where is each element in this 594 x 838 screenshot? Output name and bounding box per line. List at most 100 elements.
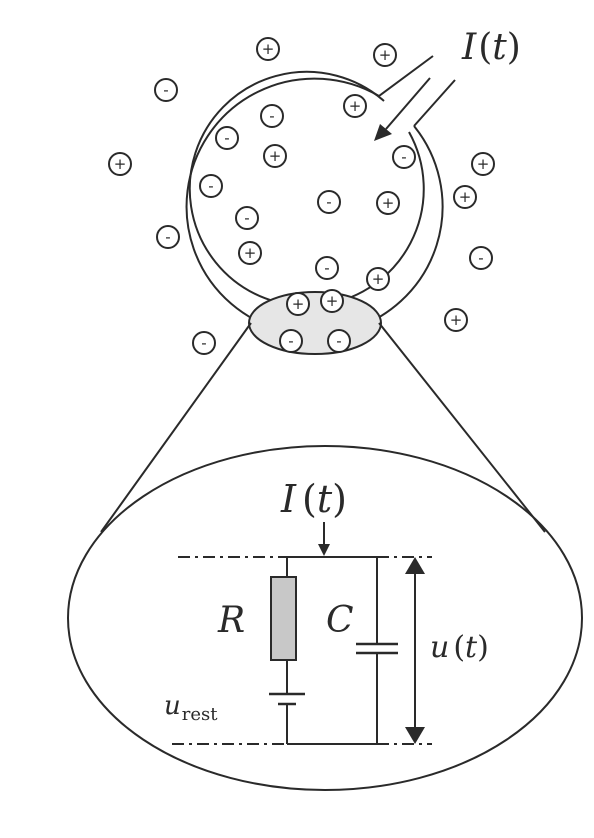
- ion-positive-circle: [320, 289, 344, 313]
- zoom-line-left: [100, 322, 252, 533]
- ion-positive: +: [366, 267, 390, 291]
- ion-negative: -: [317, 190, 341, 214]
- ion-negative-symbol: -: [401, 148, 406, 166]
- ion-positive-circle: [376, 191, 400, 215]
- input-arrowhead: [318, 544, 330, 556]
- ion-negative-symbol: -: [269, 107, 274, 125]
- ions-layer: ++++++----+++++++---------: [108, 37, 495, 355]
- ion-positive-circle: [343, 94, 367, 118]
- ion-negative: -: [199, 174, 223, 198]
- ion-positive: +: [373, 43, 397, 67]
- ion-negative-circle: [317, 190, 341, 214]
- ion-positive-symbol: +: [379, 46, 392, 64]
- ion-positive-symbol: +: [292, 295, 305, 313]
- current-label-top: I(t): [461, 27, 521, 68]
- voltage-label: u(t): [430, 630, 489, 665]
- voltage-arrowhead-bottom: [405, 727, 425, 744]
- ion-negative: -: [235, 206, 259, 230]
- ion-negative: -: [469, 246, 493, 270]
- ion-positive: +: [320, 289, 344, 313]
- injection-arrow-shaft: [385, 77, 431, 130]
- ion-negative-symbol: -: [165, 228, 170, 246]
- ion-positive-symbol: +: [477, 155, 490, 173]
- ion-positive-circle: [444, 308, 468, 332]
- ion-negative: -: [215, 126, 239, 150]
- zoom-ellipse: [67, 445, 583, 791]
- voltage-arrowhead-top: [405, 557, 425, 574]
- ion-negative: -: [154, 78, 178, 102]
- ion-negative: -: [392, 145, 416, 169]
- ion-positive-symbol: +: [244, 244, 257, 262]
- ion-positive-circle: [286, 292, 310, 316]
- resistor: [270, 576, 297, 661]
- ion-positive-circle: [256, 37, 280, 61]
- cell-membrane-inner: [188, 70, 425, 307]
- ion-positive-circle: [453, 185, 477, 209]
- ion-negative-symbol: -: [208, 177, 213, 195]
- ion-positive: +: [376, 191, 400, 215]
- ion-negative: -: [192, 331, 216, 355]
- ion-positive: +: [286, 292, 310, 316]
- ion-positive: +: [238, 241, 262, 265]
- ion-positive: +: [108, 152, 132, 176]
- ion-positive-symbol: +: [459, 188, 472, 206]
- ion-positive-circle: [373, 43, 397, 67]
- ion-positive-symbol: +: [450, 311, 463, 329]
- ion-positive-symbol: +: [114, 155, 127, 173]
- ion-positive: +: [444, 308, 468, 332]
- ion-negative-symbol: -: [326, 193, 331, 211]
- current-label-zoom: I(t): [280, 477, 347, 521]
- ion-negative-circle: [235, 206, 259, 230]
- ion-positive: +: [263, 144, 287, 168]
- ion-negative-symbol: -: [478, 249, 483, 267]
- ion-negative: -: [156, 225, 180, 249]
- ion-negative-symbol: -: [244, 209, 249, 227]
- ion-positive-symbol: +: [382, 194, 395, 212]
- zoom-line-right: [378, 322, 546, 533]
- ion-positive-circle: [471, 152, 495, 176]
- ion-channel-patch: [248, 291, 382, 355]
- ion-negative-circle: [279, 329, 303, 353]
- ion-positive-symbol: +: [372, 270, 385, 288]
- rest-voltage-label: urest: [164, 691, 218, 725]
- ion-negative-symbol: -: [163, 81, 168, 99]
- ion-positive-circle: [263, 144, 287, 168]
- capacitor-label: C: [326, 600, 354, 641]
- ion-negative-circle: [215, 126, 239, 150]
- ion-negative: -: [279, 329, 303, 353]
- ion-negative-symbol: -: [336, 332, 341, 350]
- ion-negative-circle: [156, 225, 180, 249]
- zoom-lines: [100, 322, 546, 533]
- current-injection: [374, 55, 456, 141]
- ion-negative-circle: [392, 145, 416, 169]
- ion-negative-symbol: -: [201, 334, 206, 352]
- injection-arrowhead: [374, 124, 392, 141]
- ion-negative-circle: [199, 174, 223, 198]
- ion-positive: +: [453, 185, 477, 209]
- ion-negative-symbol: -: [288, 332, 293, 350]
- pipette-wall-right: [413, 79, 456, 127]
- ion-negative: -: [315, 256, 339, 280]
- ion-negative-circle: [315, 256, 339, 280]
- ion-negative-symbol: -: [224, 129, 229, 147]
- ion-positive-circle: [238, 241, 262, 265]
- ion-negative: -: [260, 104, 284, 128]
- circuit: [172, 522, 432, 745]
- ion-positive-symbol: +: [262, 40, 275, 58]
- resistor-label: R: [217, 600, 245, 641]
- ion-negative-circle: [469, 246, 493, 270]
- ion-negative-circle: [327, 329, 351, 353]
- ion-positive: +: [471, 152, 495, 176]
- pipette-wall-left: [378, 55, 434, 97]
- ion-positive-symbol: +: [326, 292, 339, 310]
- ion-positive-symbol: +: [349, 97, 362, 115]
- ion-positive: +: [256, 37, 280, 61]
- ion-positive-symbol: +: [269, 147, 282, 165]
- ion-positive: +: [343, 94, 367, 118]
- ion-negative-circle: [154, 78, 178, 102]
- cell: [185, 70, 444, 336]
- ion-negative-circle: [192, 331, 216, 355]
- ion-negative: -: [327, 329, 351, 353]
